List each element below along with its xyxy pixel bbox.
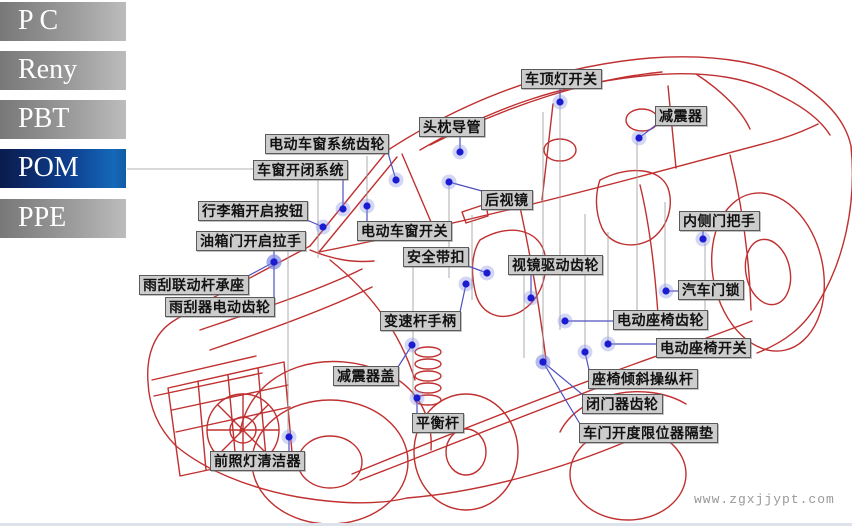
- part-dot: [581, 348, 589, 356]
- leader-line-wiper-linkage-seat: [247, 261, 275, 277]
- part-label-headrest-guide: 头枕导管: [419, 117, 485, 137]
- leader-line-door-limiter-spacer: [542, 361, 581, 425]
- sidebar-item-pbt[interactable]: PBT: [0, 100, 126, 139]
- part-label-fuel-door-open-handle: 油箱门开启拉手: [196, 231, 306, 251]
- part-label-door-limiter-spacer: 车门开度限位器隔垫: [579, 423, 718, 443]
- part-label-seatbelt-buckle: 安全带扣: [403, 247, 469, 267]
- part-label-wiper-linkage-seat: 雨刮联动杆承座: [139, 275, 249, 295]
- part-label-window-open-close-system: 车窗开闭系统: [253, 160, 348, 180]
- leader-line-door-closer-gear: [542, 361, 584, 396]
- sidebar-item-reny[interactable]: Reny: [0, 51, 126, 90]
- part-label-shock-absorber-cover: 减震器盖: [333, 366, 399, 386]
- part-dot: [319, 223, 327, 231]
- part-dot: [285, 433, 293, 441]
- part-label-mirror-drive-gear: 视镜驱动齿轮: [508, 255, 603, 275]
- part-label-roof-light-switch: 车顶灯开关: [521, 69, 602, 89]
- part-label-power-seat-gear: 电动座椅齿轮: [613, 310, 708, 330]
- part-dot: [413, 394, 421, 402]
- part-dot: [363, 202, 371, 210]
- part-label-shift-lever-handle: 变速杆手柄: [380, 311, 461, 331]
- part-label-shock-absorber: 减震器: [655, 106, 707, 126]
- part-label-rearview-mirror: 后视镜: [481, 190, 533, 210]
- leader-line-power-window-system-gear: [387, 152, 397, 181]
- part-label-stabilizer-bar: 平衡杆: [412, 413, 464, 433]
- part-dot: [662, 287, 670, 295]
- part-dot: [561, 317, 569, 325]
- part-dot: [392, 176, 400, 184]
- callout-lines-and-dots: [247, 88, 711, 452]
- bottom-divider: [0, 523, 852, 526]
- part-dot: [483, 269, 491, 277]
- part-dot: [635, 134, 643, 142]
- sidebar-item-pom[interactable]: POM: [0, 149, 126, 188]
- part-dot: [527, 294, 535, 302]
- part-label-door-closer-gear: 闭门器齿轮: [582, 394, 663, 414]
- part-dot: [604, 340, 612, 348]
- part-dot: [699, 235, 707, 243]
- sidebar-item-pc[interactable]: P C: [0, 2, 126, 41]
- part-label-headlight-cleaner: 前照灯清洁器: [210, 451, 305, 471]
- part-dot: [539, 358, 547, 366]
- sidebar-item-ppe[interactable]: PPE: [0, 199, 126, 238]
- part-dot: [456, 148, 464, 156]
- part-label-car-door-lock: 汽车门锁: [678, 280, 744, 300]
- part-dot: [462, 280, 470, 288]
- part-label-inner-door-handle: 内侧门把手: [679, 211, 760, 231]
- part-label-trunk-open-button: 行李箱开启按钮: [198, 201, 308, 221]
- part-dot: [556, 98, 564, 106]
- part-label-seat-tilt-lever: 座椅倾斜操纵杆: [588, 369, 698, 389]
- part-label-power-window-system-gear: 电动车窗系统齿轮: [265, 134, 389, 154]
- part-label-power-window-switch: 电动车窗开关: [357, 221, 452, 241]
- part-dot: [445, 178, 453, 186]
- leader-line-rearview-mirror: [448, 181, 483, 192]
- part-label-power-seat-switch: 电动座椅开关: [656, 338, 751, 358]
- leader-line-shock-absorber-cover: [397, 344, 413, 368]
- part-dot: [408, 341, 416, 349]
- part-label-wiper-motor-gear: 雨刮器电动齿轮: [165, 297, 275, 317]
- watermark-url: www.zgxjjypt.com: [694, 492, 835, 507]
- part-dot: [270, 258, 278, 266]
- part-dot: [339, 205, 347, 213]
- leader-line-shift-lever-handle: [459, 283, 467, 313]
